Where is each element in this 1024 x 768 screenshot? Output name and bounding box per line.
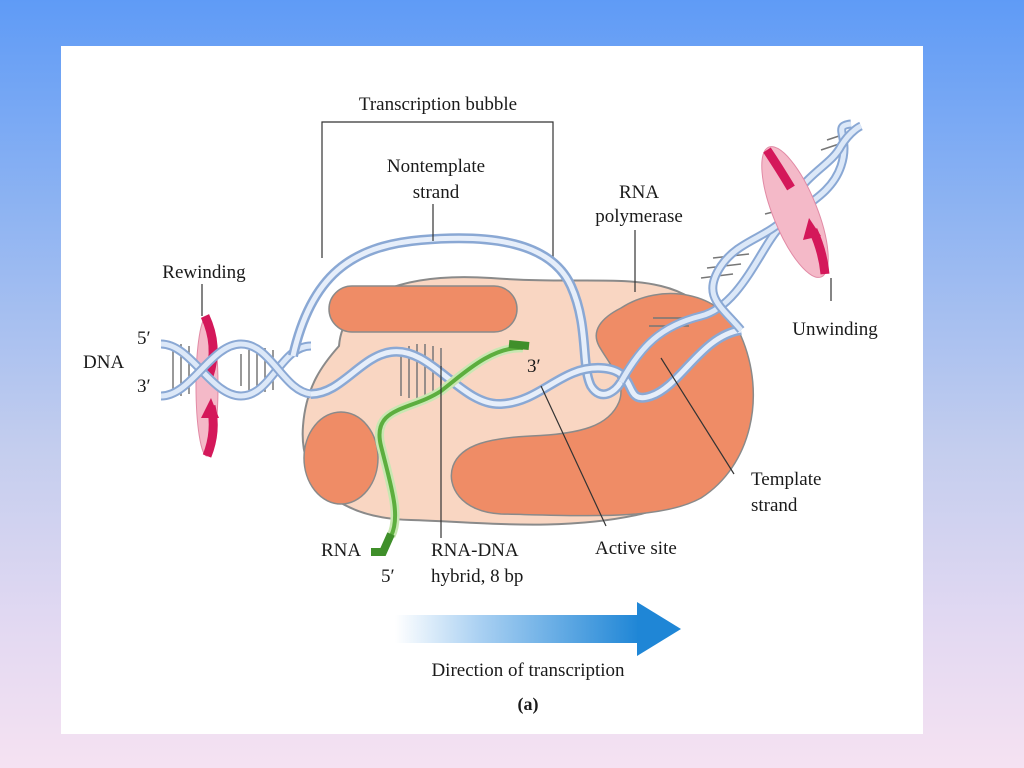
nontemplate-label-line2: strand (413, 182, 460, 203)
dna-label: DNA (83, 352, 124, 373)
rna-label: RNA (321, 540, 361, 561)
active-site-label: Active site (595, 538, 677, 559)
template-strand-label-line1: Template (751, 469, 821, 490)
dna-three-prime-label: 3′ (137, 376, 151, 397)
rna-strand (371, 340, 530, 556)
rna-polymerase-label-line2: polymerase (595, 206, 683, 227)
dna-five-prime-label: 5′ (137, 328, 151, 349)
panel-letter: (a) (518, 694, 539, 715)
rna-three-prime-label: 3′ (527, 356, 541, 377)
nontemplate-strand (288, 233, 626, 400)
nontemplate-label-line1: Nontemplate (387, 156, 485, 177)
enzyme-subunit-left (303, 411, 379, 505)
rna-five-prime-label: 5′ (381, 566, 395, 587)
template-strand (310, 325, 743, 409)
figure-panel: Transcription bubble Nontemplate strand … (61, 46, 923, 734)
direction-of-transcription-arrow (395, 602, 681, 656)
unwinding-arrow (761, 146, 830, 278)
transcription-diagram: Transcription bubble Nontemplate strand … (83, 94, 878, 715)
dna-helix-left (160, 339, 313, 401)
direction-label: Direction of transcription (431, 660, 625, 681)
enzyme-subunit-top (328, 285, 518, 333)
dna-helix-right (617, 119, 863, 385)
transcription-bubble-label: Transcription bubble (359, 94, 517, 115)
rewinding-label: Rewinding (162, 262, 246, 283)
hybrid-label-line1: RNA-DNA (431, 540, 519, 561)
rewinding-arrow (195, 314, 219, 458)
hybrid-label-line2: hybrid, 8 bp (431, 566, 523, 587)
rna-polymerase-label-line1: RNA (619, 182, 659, 203)
bubble-bracket (321, 121, 554, 258)
template-strand-label-line2: strand (751, 495, 798, 516)
unwinding-label: Unwinding (792, 319, 878, 340)
leader-lines (201, 204, 832, 538)
